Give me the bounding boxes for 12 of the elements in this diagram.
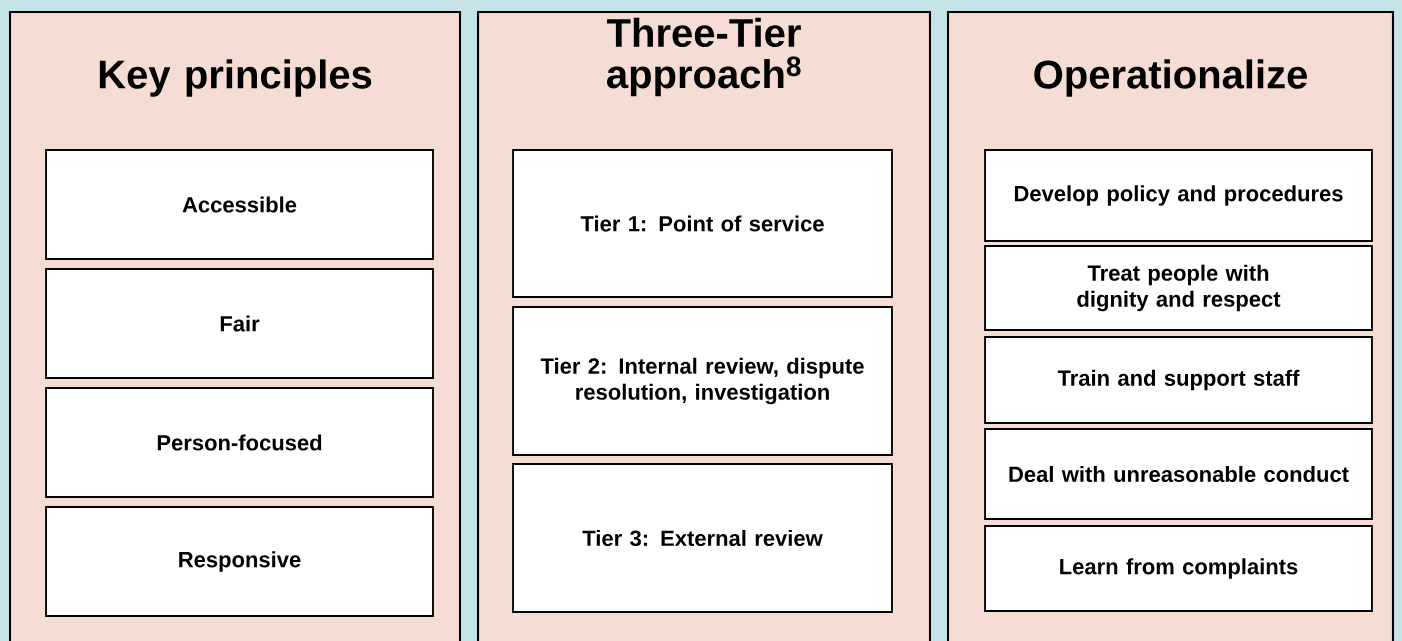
text-box: Deal with unreasonable conduct [984,428,1373,520]
text-box: Learn from complaints [984,525,1373,612]
text-box: Tier 1: Point of service [512,149,893,298]
text-box: Accessible [45,149,434,260]
text-box: Train and support staff [984,336,1373,424]
text-box: Treat people with dignity and respect [984,245,1373,331]
text-box: Responsive [45,506,434,617]
text-box: Develop policy and procedures [984,149,1373,242]
text-box: Tier 2: Internal review, dispute resolution, investigation [512,306,893,456]
text-box: Person-focused [45,387,434,498]
text-box: Fair [45,268,434,379]
text-box: Tier 3: External review [512,463,893,613]
